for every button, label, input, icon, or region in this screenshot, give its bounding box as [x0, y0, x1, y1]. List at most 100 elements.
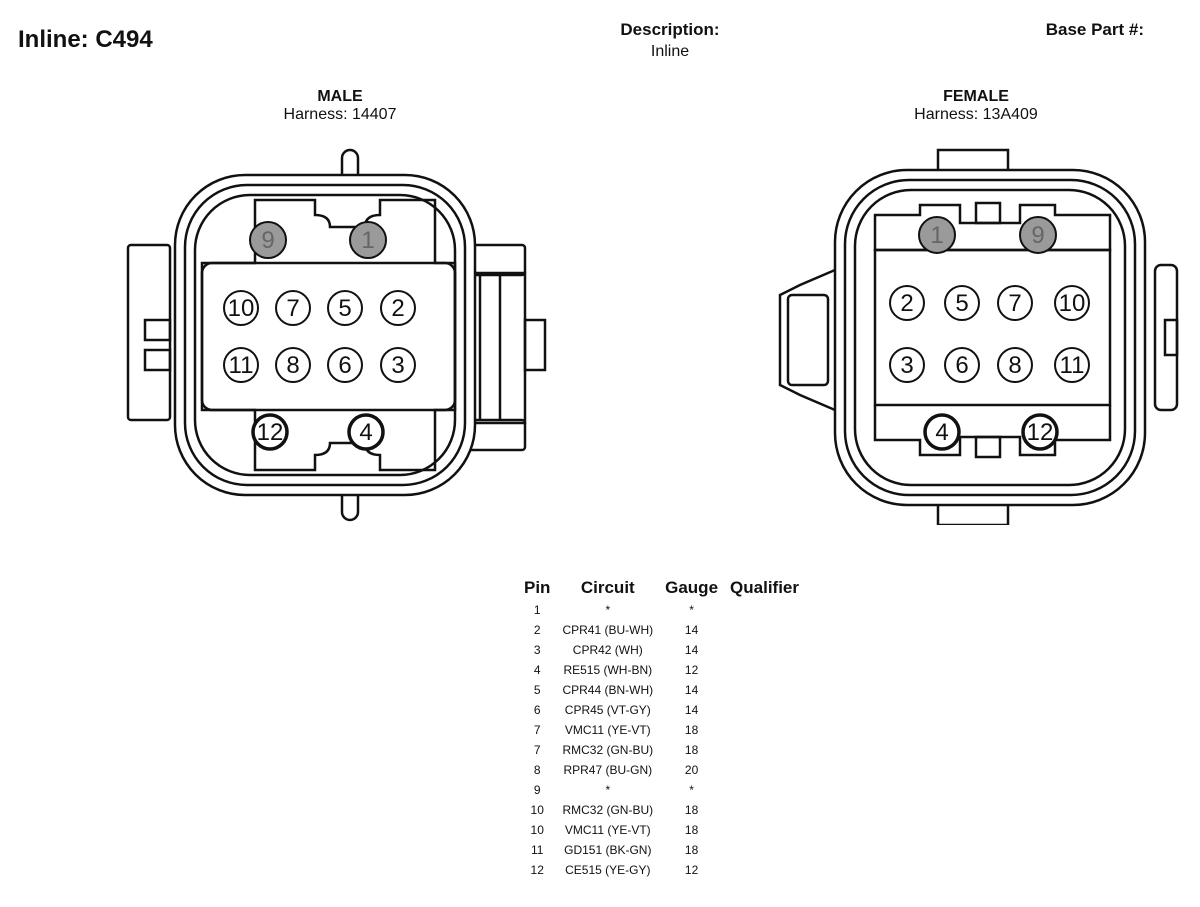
cell-gauge: 20 — [684, 763, 699, 777]
cell-circuit: RE515 (WH-BN) — [563, 663, 653, 677]
pin-circle — [223, 347, 259, 383]
cell-qualifier — [724, 640, 805, 660]
pin-circle — [1021, 413, 1059, 451]
pin-label: 4 — [359, 419, 372, 446]
cell-circuit: CPR45 (VT-GY) — [564, 703, 651, 717]
pin-circle — [997, 285, 1033, 321]
pin-label: 10 — [1059, 290, 1086, 317]
pin-circle — [918, 216, 956, 254]
cell-qualifier — [724, 660, 805, 680]
pin-label: 6 — [955, 352, 968, 379]
pin-label: 3 — [391, 352, 404, 379]
male-name: MALE — [317, 88, 363, 105]
cell-pin: 8 — [533, 763, 541, 777]
cell-qualifier — [724, 740, 805, 760]
header-gauge: Gauge — [665, 578, 719, 597]
pin-circle — [889, 347, 925, 383]
cell-circuit: * — [605, 603, 611, 617]
cell-pin: 11 — [530, 843, 544, 857]
cell-gauge: 18 — [684, 803, 699, 817]
pin-circle — [944, 285, 980, 321]
cell-pin: 12 — [530, 863, 544, 877]
pin-label: 7 — [1008, 290, 1021, 317]
female-harness: Harness: 13A409 — [914, 106, 1038, 123]
pin-label: 10 — [228, 295, 255, 322]
male-inner-cavity — [200, 198, 457, 472]
cell-qualifier — [724, 700, 805, 720]
male-housing-ring-1 — [183, 183, 467, 487]
female-key-bottom — [974, 435, 1002, 459]
male-left-rib — [126, 243, 172, 422]
pin-circle — [347, 413, 385, 451]
female-housing-outer — [833, 168, 1147, 507]
pin-label: 9 — [1031, 222, 1044, 249]
cell-gauge: 14 — [684, 623, 699, 637]
pin-label: 1 — [361, 227, 374, 254]
cell-gauge: * — [689, 603, 694, 617]
female-right-tab — [1163, 318, 1179, 357]
header-qualifier: Qualifier — [730, 578, 799, 597]
cell-gauge: 14 — [684, 683, 699, 697]
cell-circuit: GD151 (BK-GN) — [564, 843, 652, 857]
cell-gauge: 18 — [684, 843, 699, 857]
cell-pin: 2 — [533, 623, 541, 637]
cell-circuit: * — [605, 783, 611, 797]
header-circuit: Circuit — [580, 578, 635, 597]
male-harness: Harness: 14407 — [283, 106, 397, 123]
pin-label: 6 — [338, 352, 351, 379]
pin-circle — [380, 290, 416, 326]
cell-qualifier — [724, 760, 805, 780]
female-housing-ring-1 — [843, 178, 1137, 497]
table-row: 7 VMC11 (YE-VT) 18 — [518, 720, 805, 740]
cell-circuit: CPR42 (WH) — [572, 643, 643, 657]
cell-qualifier — [724, 780, 805, 800]
pin-circle — [1054, 347, 1090, 383]
table-row: 1** — [518, 600, 805, 620]
pin-label: 12 — [1027, 419, 1054, 446]
pin-circle — [923, 413, 961, 451]
male-left-tab-2 — [143, 348, 172, 372]
pin-label: 8 — [1008, 352, 1021, 379]
male-housing-outer — [173, 173, 477, 497]
pin-label: 12 — [257, 419, 284, 446]
pin-label: 5 — [338, 295, 351, 322]
pin-circle — [997, 347, 1033, 383]
female-connector-header: FEMALE Harness: 13A409 — [846, 88, 1106, 124]
table-row: 9** — [518, 780, 805, 800]
description-value: Inline — [650, 43, 690, 60]
cell-circuit: VMC11 (YE-VT) — [564, 823, 651, 837]
cell-gauge: 18 — [684, 723, 699, 737]
pin-circle — [889, 285, 925, 321]
male-pin-field — [200, 261, 457, 412]
pin-label: 3 — [900, 352, 913, 379]
pin-label: 11 — [229, 352, 254, 379]
female-key-top — [974, 201, 1002, 225]
cell-gauge: 18 — [684, 823, 699, 837]
female-left-latch-button — [786, 293, 830, 387]
pin-circle — [1054, 285, 1090, 321]
cell-qualifier — [724, 860, 805, 880]
cell-pin: 4 — [533, 663, 541, 677]
cell-circuit: VMC11 (YE-VT) — [564, 723, 651, 737]
cell-pin: 6 — [533, 703, 541, 717]
base-part-label: Base Part #: — [1045, 20, 1144, 39]
cell-gauge: 12 — [684, 663, 699, 677]
cell-pin: 7 — [533, 723, 541, 737]
pin-circle — [251, 413, 289, 451]
cell-circuit: RMC32 (GN-BU) — [562, 743, 654, 757]
female-name: FEMALE — [943, 88, 1009, 105]
cell-gauge: * — [689, 783, 694, 797]
pin-circle — [275, 347, 311, 383]
